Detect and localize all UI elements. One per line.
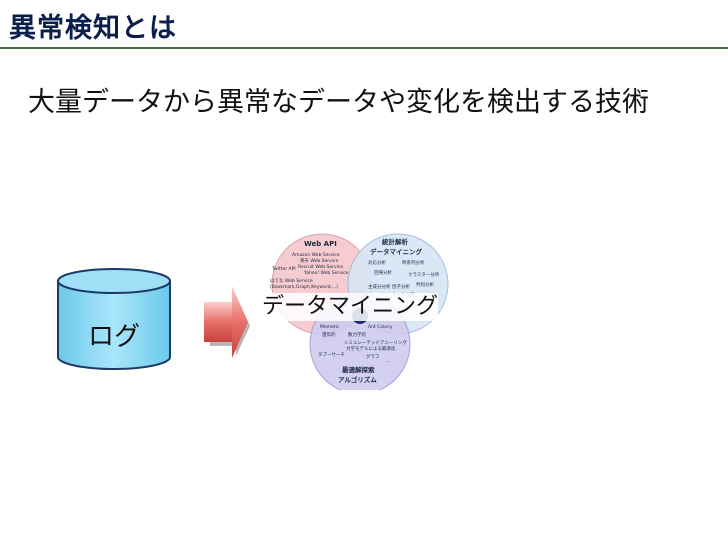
opt-subtitle: アルゴリズム — [338, 375, 377, 384]
database-label: ログ — [88, 322, 141, 352]
stats-item: 回帰分析 — [374, 269, 392, 276]
opt-item: 数力学的 — [348, 331, 366, 338]
webapi-item: 楽天 Web Service — [300, 257, 339, 264]
stats-item: 主成分分析 — [368, 283, 391, 290]
opt-item: タブーサーチ — [318, 351, 345, 358]
slide-subtitle: 大量データから異常なデータや変化を検出する技術 — [28, 87, 649, 118]
stats-item: 対応分析 — [368, 259, 386, 266]
webapi-item: Yahoo! Web Service — [303, 270, 349, 276]
webapi-item: Recruit Web Service — [298, 264, 343, 270]
database-icon — [57, 268, 171, 370]
stats-item: クラスター分析 — [408, 271, 440, 278]
webapi-item: Twitter API — [271, 266, 296, 272]
arrow-right-icon — [204, 286, 250, 358]
stats-item: 判別分析 — [416, 281, 434, 288]
venn-caption: データマイニング — [262, 293, 439, 321]
slide-title: 異常検知とは — [9, 13, 177, 44]
webapi-item: Amazon Web Service — [292, 252, 340, 258]
opt-item: Memetic — [320, 324, 340, 330]
stats-item: 時系列分析 — [402, 259, 425, 266]
opt-item: 力学モデルによる最適化 — [346, 345, 396, 352]
opt-item: 遺伝的 — [322, 331, 336, 338]
webapi-title: Web API — [304, 240, 337, 248]
webapi-item: はてな Web Service — [270, 277, 313, 284]
stats-subtitle: データマイニング — [370, 247, 423, 256]
opt-item: Ant Colony — [368, 324, 393, 330]
stats-title: 統計解析 — [382, 237, 409, 246]
webapi-item: (Bookmark,Graph,Keyword,...) — [270, 284, 338, 290]
opt-title: 最適解探索 — [342, 365, 375, 374]
opt-item: シミュレーテッドアニーリング — [344, 339, 407, 346]
title-divider — [0, 47, 728, 49]
opt-item: ... — [386, 359, 390, 364]
stats-item: 因子分析 — [392, 283, 410, 290]
opt-item: グラフ — [366, 353, 380, 360]
